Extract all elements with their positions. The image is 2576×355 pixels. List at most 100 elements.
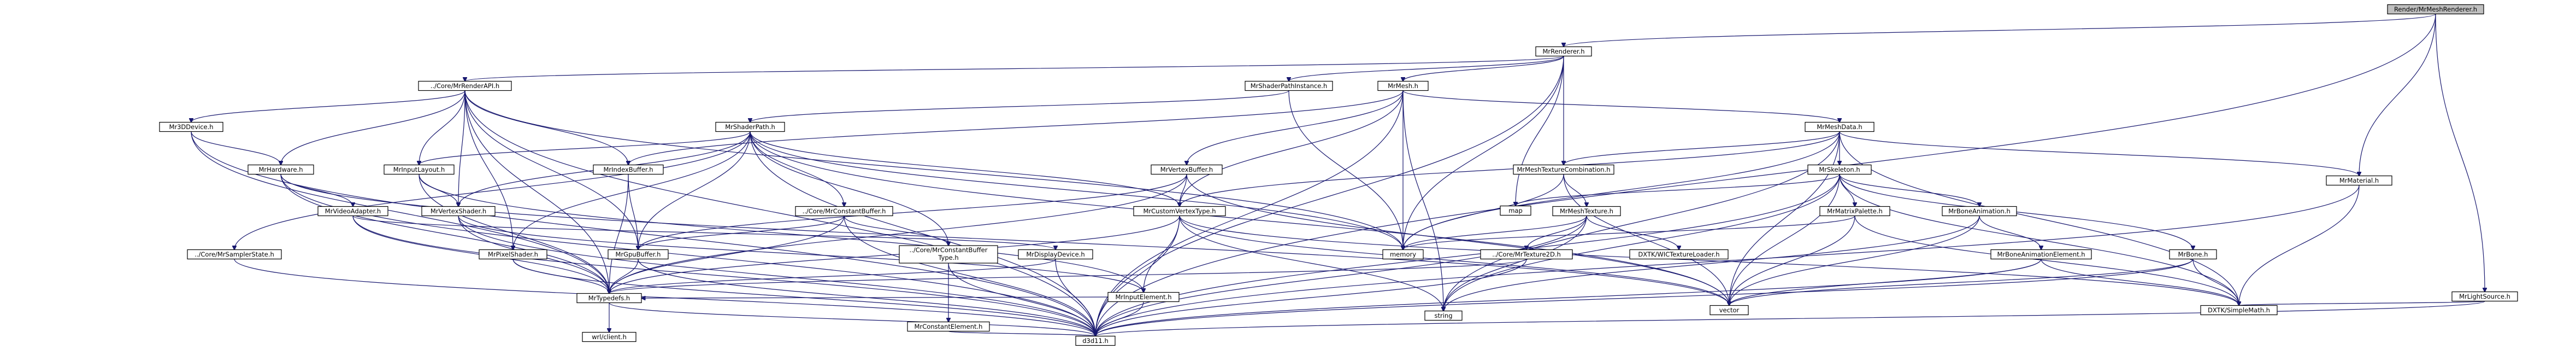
node-wrl-client-h[interactable]: wrl/client.h	[582, 331, 636, 342]
node-mrinputelement-h[interactable]: MrInputElement.h	[1107, 292, 1180, 302]
node-mrskeleton-h[interactable]: MrSkeleton.h	[1807, 164, 1872, 175]
node-label: MrMaterial.h	[2339, 177, 2379, 184]
edge-matrixpalette-to-simplemath	[1854, 216, 2239, 306]
node-map[interactable]: map	[1500, 205, 1531, 216]
node-dxtk-simplemath-h[interactable]: DXTK/SimpleMath.h	[2200, 305, 2278, 316]
edge-mesh-to-vertexbuffer	[1187, 90, 1404, 165]
node-mrmeshdata-h[interactable]: MrMeshData.h	[1805, 121, 1874, 132]
node-dxtk-wictextureloader-h[interactable]: DXTK/WICTextureLoader.h	[1629, 249, 1729, 260]
edge-matrixpalette-to-memory	[1403, 215, 1855, 250]
edge-inputlayout-to-inputelement	[418, 174, 1143, 293]
node-label: MrVertexShader.h	[431, 207, 486, 215]
node-core-mrtexture2d-h[interactable]: ../Core/MrTexture2D.h	[1480, 249, 1573, 260]
edge-texture2d-to-d3d11	[1095, 259, 1527, 336]
node-label: MrInputElement.h	[1116, 293, 1172, 301]
node-core-mrconstantbuffer-h[interactable]: ../Core/MrConstantBuffer.h	[795, 206, 893, 217]
node-render-mrmeshrenderer-h[interactable]: Render/MrMeshRenderer.h	[2387, 4, 2484, 15]
node-mrmeshtexturecombination-h[interactable]: MrMeshTextureCombination.h	[1513, 164, 1614, 175]
node-memory[interactable]: memory	[1382, 249, 1424, 260]
node-mrvertexshader-h[interactable]: MrVertexShader.h	[421, 206, 496, 217]
node-label: MrGpuBuffer.h	[616, 251, 661, 258]
node-label: MrMeshData.h	[1817, 123, 1862, 131]
edge-shaderpathh-to-gpubuffer	[638, 131, 751, 250]
node-label: MrConstantElement.h	[915, 323, 983, 330]
node-box	[795, 206, 893, 217]
node-box	[715, 121, 785, 132]
node-vector[interactable]: vector	[1710, 305, 1749, 316]
node-mrboneanimation-h[interactable]: MrBoneAnimation.h	[1942, 206, 2017, 217]
node-mrcustomvertextype-h[interactable]: MrCustomVertexType.h	[1133, 206, 1226, 217]
node-mrshaderpathinstance-h[interactable]: MrShaderPathInstance.h	[1245, 80, 1333, 91]
edge-d3d-to-typedefs	[191, 131, 609, 294]
node-label: memory	[1390, 251, 1416, 258]
node-mrmaterial-h[interactable]: MrMaterial.h	[2326, 175, 2392, 186]
node-core-mrsamplerstate-h[interactable]: ../Core/MrSamplerState.h	[187, 249, 282, 260]
node-mrmeshtexture-h[interactable]: MrMeshTexture.h	[1552, 206, 1621, 217]
node-box	[187, 249, 282, 260]
node-label: MrHardware.h	[258, 166, 303, 173]
edge-indexbuffer-to-typedefs	[609, 174, 629, 294]
edge-customvertex-to-d3d11	[1095, 216, 1180, 336]
node-label: MrSkeleton.h	[1819, 166, 1860, 173]
node-mrbone-h[interactable]: MrBone.h	[2169, 249, 2217, 260]
node-core-mrrenderapi-h[interactable]: ../Core/MrRenderAPI.h	[418, 80, 512, 91]
edge-skeleton-to-string	[1443, 174, 1840, 311]
node-label: d3d11.h	[1082, 337, 1109, 345]
edge-texcomb-to-vector	[1563, 174, 1729, 306]
node-mrgpubuffer-h[interactable]: MrGpuBuffer.h	[608, 249, 669, 260]
node-mrhardware-h[interactable]: MrHardware.h	[247, 164, 314, 175]
node-label: MrIndexBuffer.h	[603, 166, 653, 173]
node-mrpixelshader-h[interactable]: MrPixelShader.h	[479, 249, 547, 260]
node-mrshaderpath-h[interactable]: MrShaderPath.h	[715, 121, 785, 132]
edge-bone-to-vector	[1729, 259, 2194, 306]
edge-constbuffer-to-constbuffertype	[844, 216, 948, 246]
edge-vertexshader-to-inputelement	[458, 216, 1143, 293]
edge-shaderpathh-to-samplerstate	[234, 131, 751, 250]
node-mrindexbuffer-h[interactable]: MrIndexBuffer.h	[593, 164, 664, 175]
edge-vertexbuffer-to-gpubuffer	[638, 174, 1187, 250]
node-mrtypedefs-h[interactable]: MrTypedefs.h	[576, 293, 642, 304]
node-mrmatrixpalette-h[interactable]: MrMatrixPalette.h	[1819, 206, 1890, 217]
edge-bone-to-simplemath	[2192, 259, 2239, 306]
edge-inputelement-to-typedefs	[641, 297, 1109, 298]
node-box	[159, 121, 223, 132]
edge-lightsource-to-d3d11	[1095, 300, 2485, 336]
edge-inputlayout-to-vertexshader	[418, 174, 458, 207]
node-label: MrTypedefs.h	[588, 294, 630, 302]
node-box	[907, 321, 990, 332]
node-label: MrBoneAnimation.h	[1948, 207, 2011, 215]
edge-displaydevice-to-typedefs	[609, 258, 1056, 294]
edge-shaderpathh-to-customvertex	[750, 131, 1180, 207]
edge-shaderpathh-to-inputlayout	[419, 131, 751, 165]
edge-skeleton-to-boneanim	[1839, 174, 1979, 207]
node-box	[1535, 46, 1592, 57]
edge-corerender-to-inputlayout	[419, 90, 465, 165]
node-mrconstantelement-h[interactable]: MrConstantElement.h	[907, 321, 990, 332]
edge-skeleton-to-d3d11	[1095, 174, 1840, 336]
node-mrlightsource-h[interactable]: MrLightSource.h	[2451, 291, 2518, 302]
node-mrvideoadapter-h[interactable]: MrVideoAdapter.h	[317, 206, 388, 217]
node-box	[1990, 249, 2092, 260]
node-mrdisplaydevice-h[interactable]: MrDisplayDevice.h	[1018, 249, 1093, 260]
node-d3d11-h[interactable]: d3d11.h	[1075, 335, 1116, 346]
edge-inputlayout-to-typedefs	[418, 174, 609, 294]
node-mrboneanimationelement-h[interactable]: MrBoneAnimationElement.h	[1990, 249, 2092, 260]
edge-corerender-to-pixelshader	[464, 90, 513, 250]
edge-root-to-material	[2359, 14, 2436, 176]
node-label: DXTK/SimpleMath.h	[2208, 306, 2270, 314]
node-string[interactable]: string	[1424, 310, 1463, 321]
edge-meshdata-to-customvertex	[1180, 131, 1840, 207]
node-mrmesh-h[interactable]: MrMesh.h	[1377, 80, 1429, 91]
node-label: MrMeshTextureCombination.h	[1517, 166, 1610, 173]
node-box	[576, 293, 642, 304]
edge-constbuffertype-to-d3d11	[948, 263, 1095, 336]
node-box	[1133, 206, 1226, 217]
node-mr3ddevice-h[interactable]: Mr3DDevice.h	[159, 121, 223, 132]
node-mrvertexbuffer-h[interactable]: MrVertexBuffer.h	[1151, 164, 1223, 175]
edge-corerender-to-memory	[464, 90, 1403, 250]
node-box	[1075, 335, 1116, 346]
node-mrrenderer-h[interactable]: MrRenderer.h	[1535, 46, 1592, 57]
node-mrinputlayout-h[interactable]: MrInputLayout.h	[384, 164, 455, 175]
